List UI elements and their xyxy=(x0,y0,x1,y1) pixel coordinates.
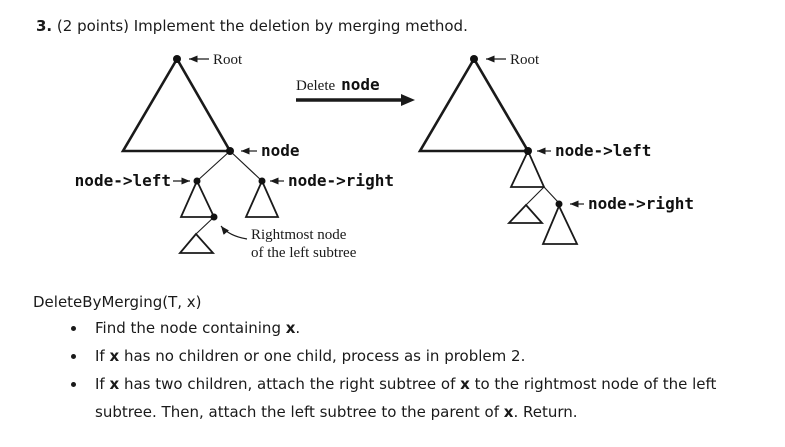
bullet-item-2: If x has no children or one child, proce… xyxy=(95,347,526,365)
rightmost-node-label-line1: Rightmost node xyxy=(251,227,347,243)
algorithm-heading: DeleteByMerging(T, x) xyxy=(33,293,202,311)
attached-right-subtree-triangle xyxy=(541,203,579,245)
node-left-label: node->left xyxy=(75,171,171,190)
left-edge-node-to-left-child xyxy=(196,150,231,182)
left-edge-node-to-right-child xyxy=(229,150,263,182)
delete-arrow-head xyxy=(401,94,415,106)
left-node-dot xyxy=(226,147,234,155)
left-root-dot xyxy=(173,55,181,63)
right-main-subtree-triangle xyxy=(417,56,531,153)
left-tree: Root node node->left node->right Rightmo… xyxy=(75,52,394,261)
rightmost-node-label-line2: of the left subtree xyxy=(251,245,357,261)
problem-title-text: (2 points) Implement the deletion by mer… xyxy=(52,17,468,35)
problem-number: 3. xyxy=(36,17,53,35)
root-label: Root xyxy=(213,52,243,68)
right-node-left-dot xyxy=(524,147,532,155)
left-node-right-dot xyxy=(258,177,266,185)
left-main-subtree-triangle xyxy=(120,56,233,153)
right-node-right-label: node->right xyxy=(588,194,694,213)
bullet-item-3-line2: subtree. Then, attach the left subtree t… xyxy=(95,403,578,421)
right-node-right-dot xyxy=(555,200,563,208)
problem-title: 3. (2 points) Implement the deletion by … xyxy=(36,19,468,34)
bullet-item-1: Find the node containing x. xyxy=(95,319,301,337)
left-edge-rightmost-child xyxy=(195,216,215,235)
bullet-dot-3 xyxy=(71,382,76,387)
node-label: node xyxy=(261,141,300,160)
rightmost-node-dot xyxy=(210,213,218,221)
right-root-dot xyxy=(470,55,478,63)
bullet-dot-2 xyxy=(71,354,76,359)
lower-left-subtree-triangle xyxy=(506,203,545,224)
right-tree: Root node->left node->right xyxy=(417,52,694,245)
merged-left-subtree-triangle xyxy=(509,148,546,188)
rightmost-node-curved-arrow xyxy=(220,225,248,240)
right-node-left-label: node->left xyxy=(555,141,651,160)
right-subtree-triangle xyxy=(244,178,280,218)
right-edge-to-node-right xyxy=(543,186,559,203)
tree-diagram: Root node node->left node->right Rightmo… xyxy=(75,52,694,261)
rightmost-subtree-triangle xyxy=(178,232,216,254)
node-right-label: node->right xyxy=(288,171,394,190)
bullet-item-3-line1: If x has two children, attach the right … xyxy=(95,375,717,393)
left-subtree-triangle xyxy=(179,178,216,218)
right-edge-to-lower-left-triangle xyxy=(525,186,545,206)
left-node-left-dot xyxy=(193,177,201,185)
bullet-dot-1 xyxy=(71,326,76,331)
right-root-label: Root xyxy=(510,52,540,68)
